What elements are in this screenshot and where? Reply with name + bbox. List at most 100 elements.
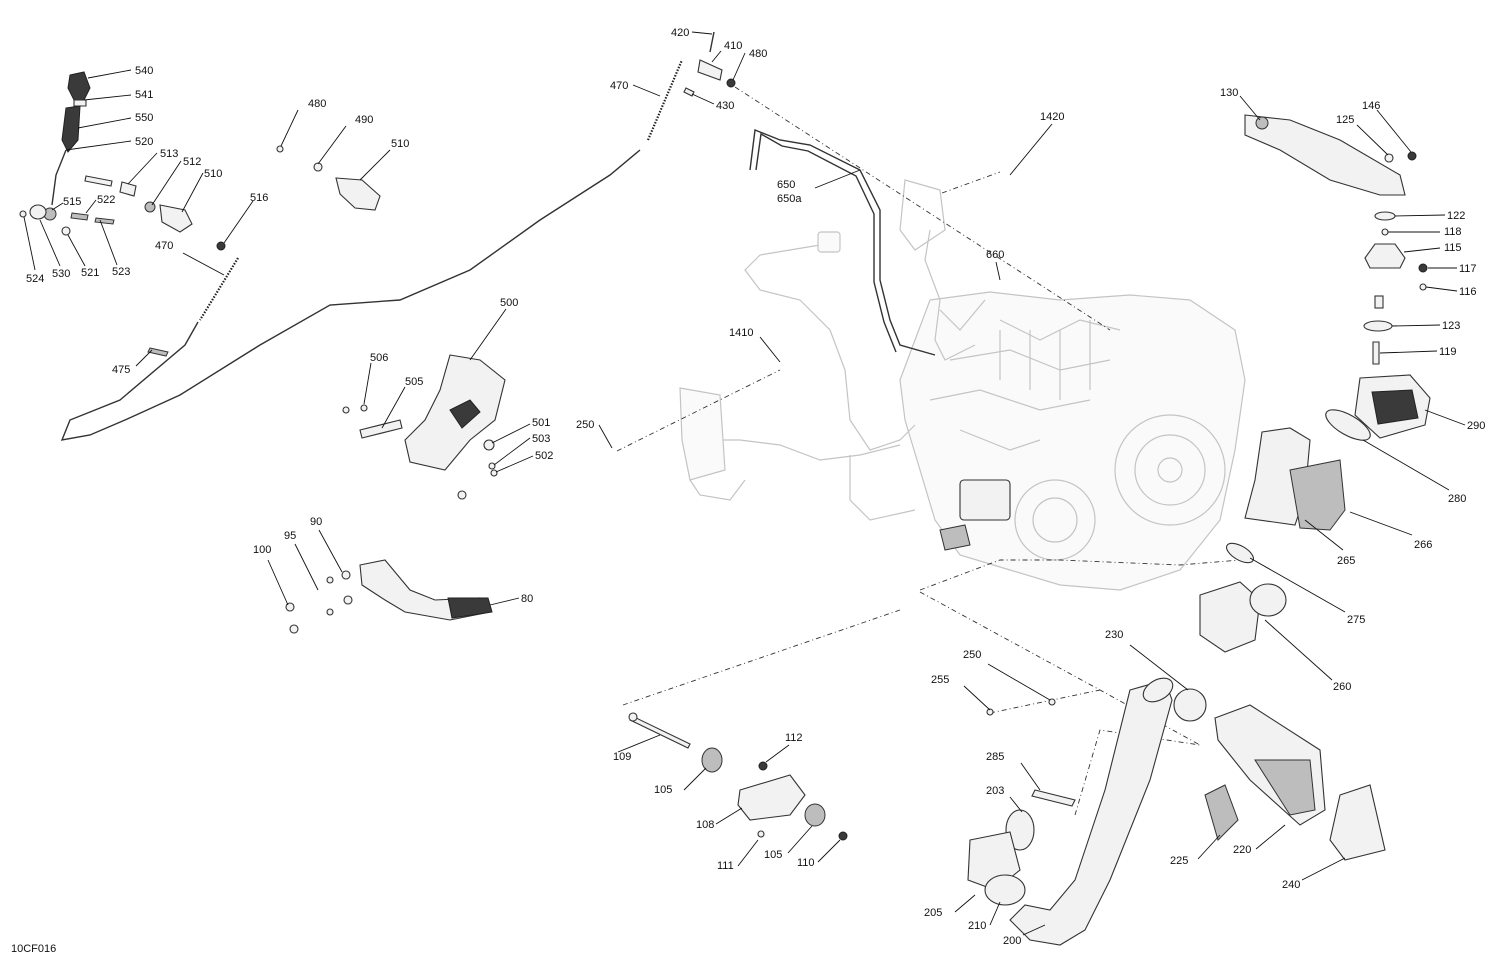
callout-524: 524 — [26, 273, 44, 285]
engine-support-group — [1244, 114, 1428, 365]
callout-500: 500 — [500, 297, 518, 309]
callout-502: 502 — [535, 450, 553, 462]
callout-108: 108 — [696, 819, 714, 831]
callout-521: 521 — [81, 267, 99, 279]
accelerator-pedal-group — [285, 559, 493, 634]
shield-266 — [1289, 459, 1346, 531]
callout-125: 125 — [1336, 114, 1354, 126]
figure-id: 10CF016 — [11, 943, 57, 955]
callout-501: 501 — [532, 417, 550, 429]
callout-285: 285 — [986, 751, 1004, 763]
callout-146: 146 — [1362, 100, 1380, 112]
shift-bracket-108 — [737, 774, 806, 821]
callout-660: 660 — [986, 249, 1004, 261]
callout-506: 506 — [370, 352, 388, 364]
callout-510-lever: 510 — [204, 168, 222, 180]
callout-200: 200 — [1003, 935, 1021, 947]
callout-266: 266 — [1414, 539, 1432, 551]
callout-105-right: 105 — [764, 849, 782, 861]
rubber-mount — [1364, 243, 1406, 269]
callout-550: 550 — [135, 112, 153, 124]
cable-clip — [147, 347, 169, 357]
callout-510-bracket: 510 — [391, 138, 409, 150]
callout-515: 515 — [63, 196, 81, 208]
callout-210: 210 — [968, 920, 986, 932]
pedal-support-group — [342, 354, 506, 500]
shift-knob — [67, 71, 91, 101]
callout-480-bracket: 480 — [308, 98, 326, 110]
shift-bracket-group — [628, 712, 848, 841]
callout-650a: 650a — [777, 193, 802, 205]
callout-275: 275 — [1347, 614, 1365, 626]
callout-116: 116 — [1459, 286, 1477, 298]
engine-assembly — [679, 179, 1246, 591]
callout-122: 122 — [1447, 210, 1465, 222]
callout-205: 205 — [924, 907, 942, 919]
callout-470-shift-cable: 470 — [155, 240, 173, 252]
callout-265: 265 — [1337, 555, 1355, 567]
engine-module — [959, 479, 1011, 521]
callout-541: 541 — [135, 89, 153, 101]
callout-480-cable-end: 480 — [749, 48, 767, 60]
callout-203: 203 — [986, 785, 1004, 797]
callout-90: 90 — [310, 516, 322, 528]
callout-250-harness: 250 — [576, 419, 594, 431]
callout-512: 512 — [183, 156, 201, 168]
cvt-air-duct-group — [1199, 374, 1431, 653]
callout-117: 117 — [1459, 263, 1477, 275]
callout-230: 230 — [1105, 629, 1123, 641]
callout-290: 290 — [1467, 420, 1485, 432]
callout-513: 513 — [160, 148, 178, 160]
plate-225 — [1204, 784, 1239, 841]
callout-530: 530 — [52, 268, 70, 280]
callout-240: 240 — [1282, 879, 1300, 891]
callout-115: 115 — [1444, 242, 1462, 254]
callout-80: 80 — [521, 593, 533, 605]
callout-119: 119 — [1439, 346, 1457, 358]
callout-123: 123 — [1442, 320, 1460, 332]
callout-109: 109 — [613, 751, 631, 763]
callout-1410: 1410 — [729, 327, 753, 339]
callout-503: 503 — [532, 433, 550, 445]
callout-250-tube: 250 — [963, 649, 981, 661]
output-shaft — [939, 524, 971, 551]
callout-255: 255 — [931, 674, 949, 686]
intake-tube-200 — [1009, 679, 1173, 946]
callout-260: 260 — [1333, 681, 1351, 693]
engine-support-bracket — [1244, 114, 1406, 196]
callout-labels: 540 541 550 520 513 512 510 515 522 516 … — [26, 27, 1485, 947]
intake-tube-group — [967, 677, 1386, 946]
callout-523: 523 — [112, 266, 130, 278]
callout-95: 95 — [284, 530, 296, 542]
callout-520: 520 — [135, 136, 153, 148]
filter-screen-240 — [1329, 784, 1386, 861]
callout-1420: 1420 — [1040, 111, 1064, 123]
callout-100: 100 — [253, 544, 271, 556]
callout-118: 118 — [1444, 226, 1462, 238]
callout-650: 650 — [777, 179, 795, 191]
callout-505: 505 — [405, 376, 423, 388]
lever-bracket — [159, 204, 193, 233]
callout-475: 475 — [112, 364, 130, 376]
callout-470-cable-end: 470 — [610, 80, 628, 92]
callout-220: 220 — [1233, 844, 1251, 856]
callout-522: 522 — [97, 194, 115, 206]
callout-110: 110 — [797, 857, 815, 869]
leader-lines — [23, 31, 1466, 936]
callout-490: 490 — [355, 114, 373, 126]
clamp-285 — [1031, 789, 1076, 807]
callout-540: 540 — [135, 65, 153, 77]
callout-111: 111 — [717, 860, 734, 872]
callout-420: 420 — [671, 27, 689, 39]
callout-430: 430 — [716, 100, 734, 112]
callout-280: 280 — [1448, 493, 1466, 505]
callout-105-left: 105 — [654, 784, 672, 796]
assembly-guide-lines — [616, 86, 1241, 816]
callout-112: 112 — [785, 732, 803, 744]
cable-bracket-group — [276, 145, 381, 211]
breather-hose — [749, 129, 936, 356]
callout-225: 225 — [1170, 855, 1188, 867]
duct-260 — [1199, 581, 1261, 653]
shift-lever-assembly — [19, 31, 736, 441]
